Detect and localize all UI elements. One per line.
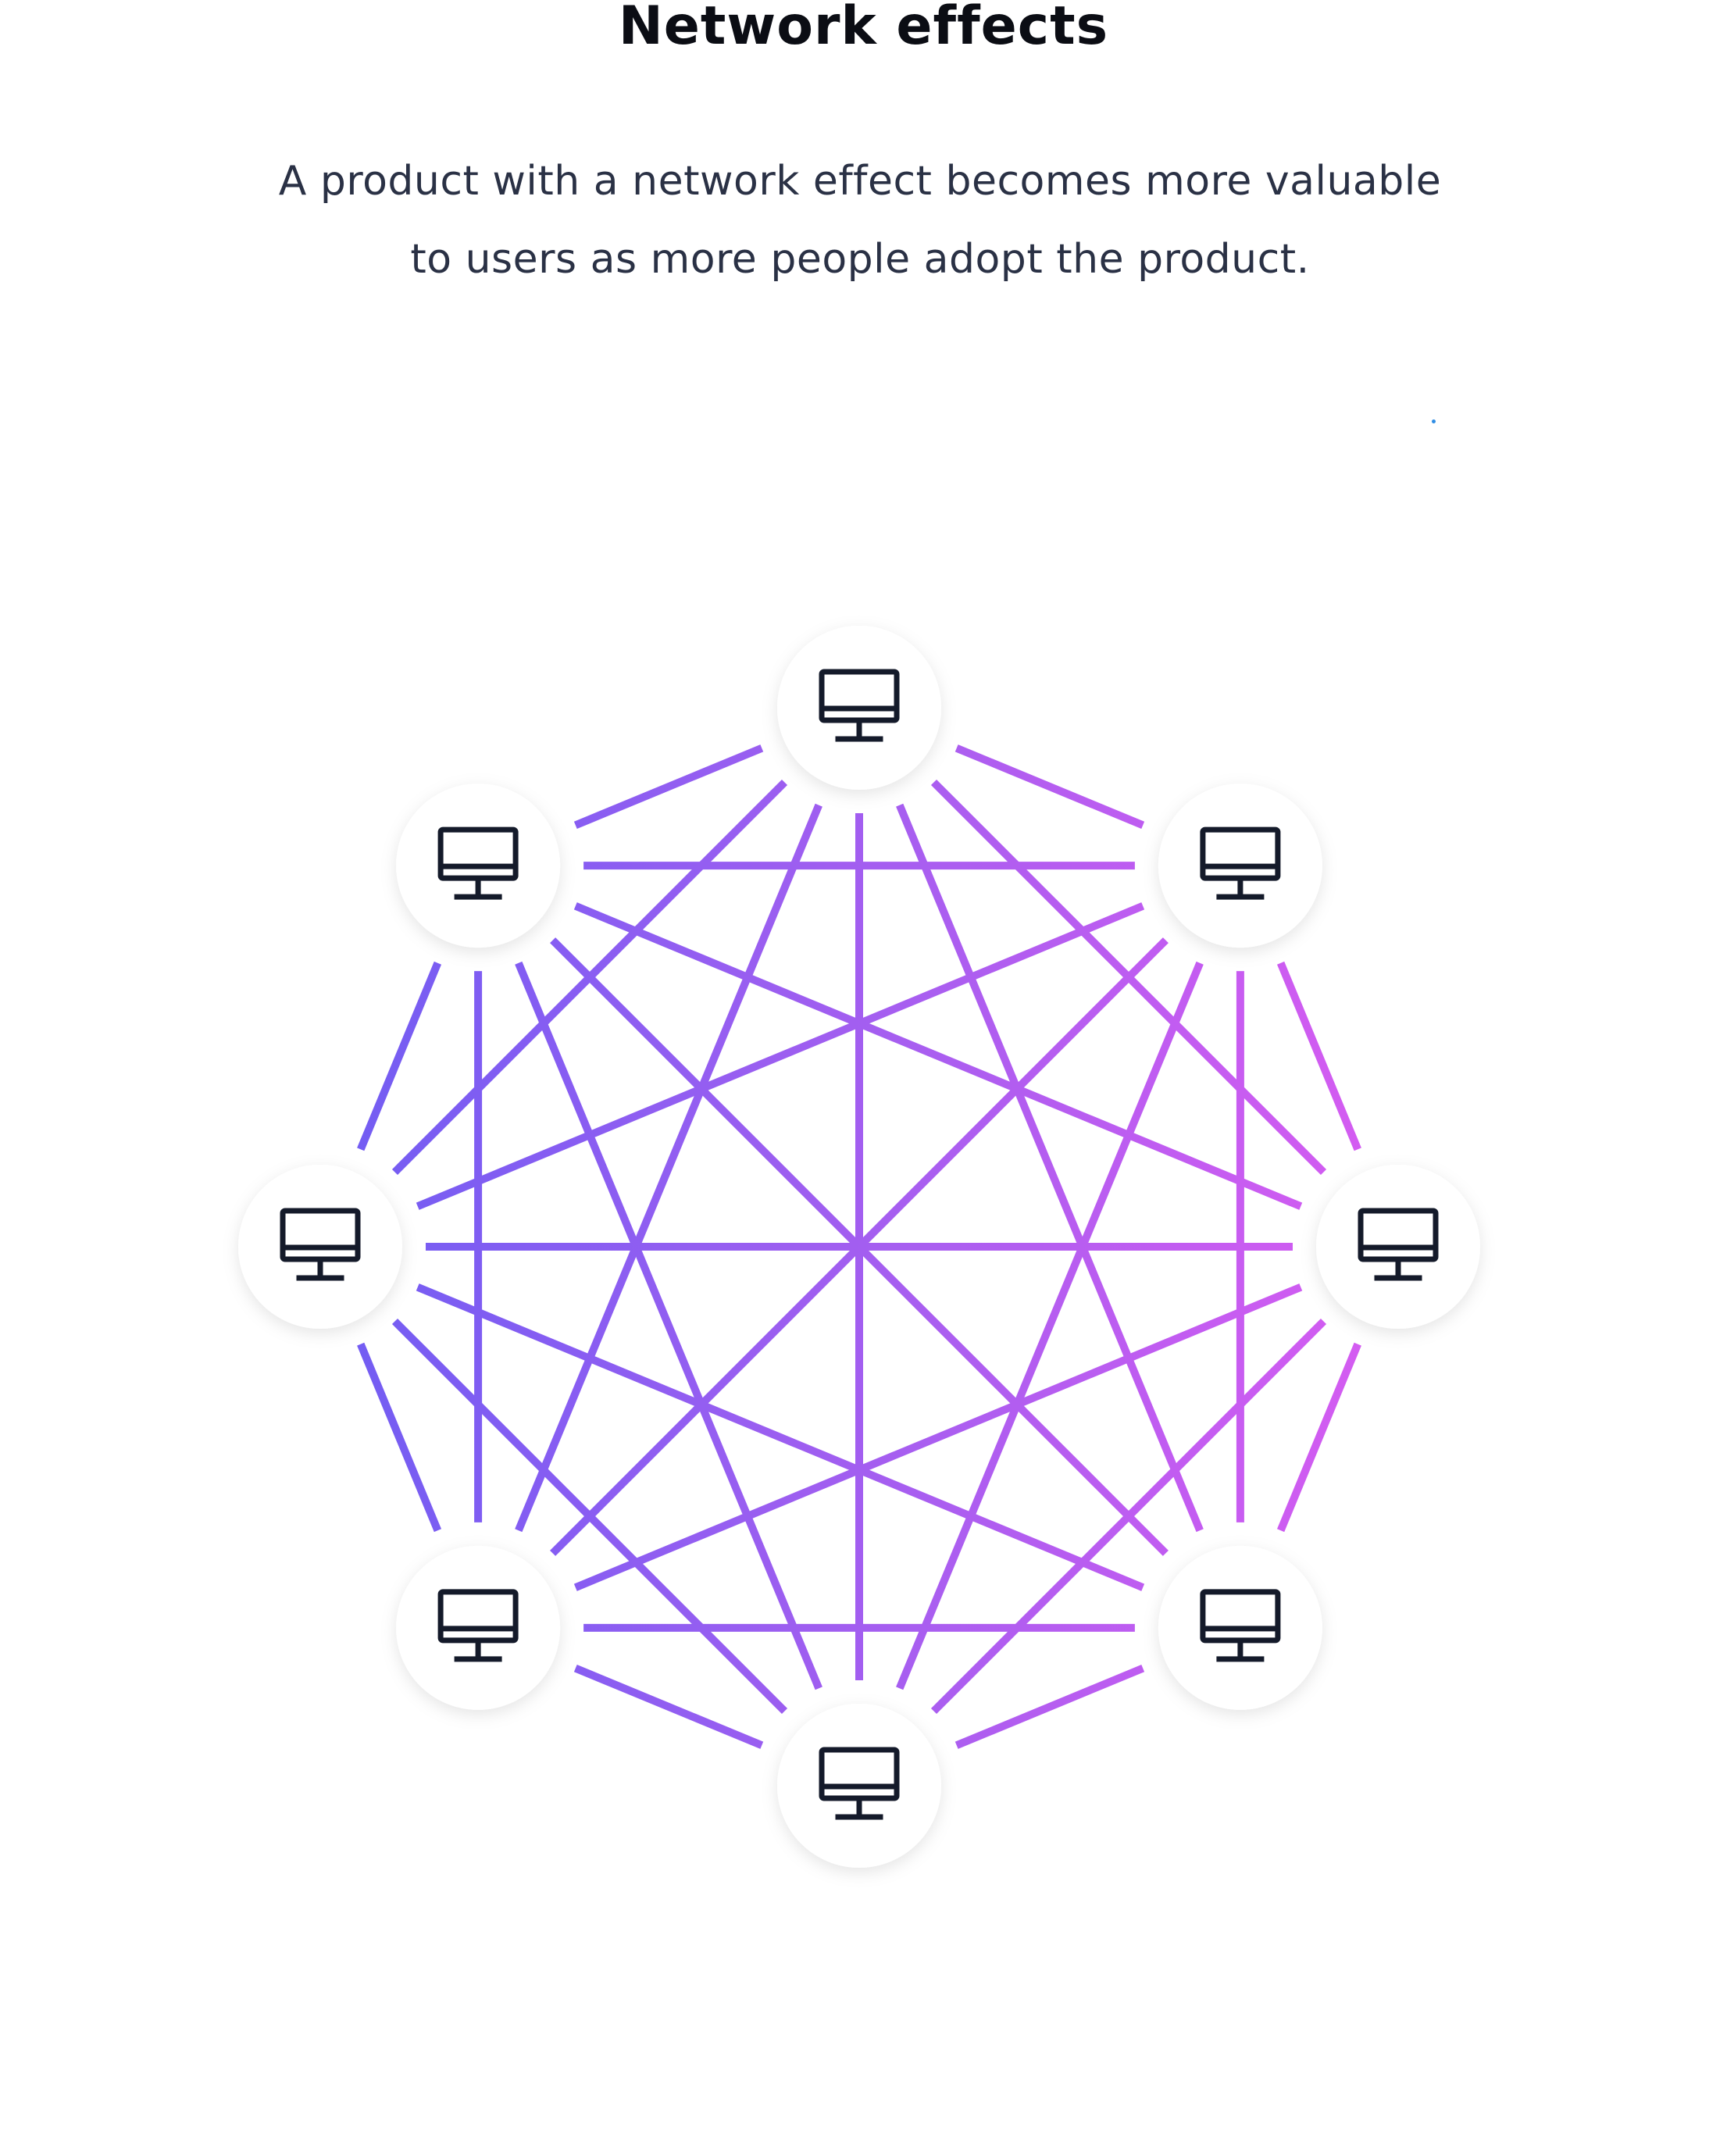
network-node-6 <box>238 1165 402 1329</box>
network-edge-1-2 <box>1276 961 1361 1151</box>
accent-dot <box>1432 419 1436 423</box>
network-edge-5-6 <box>357 1342 442 1533</box>
network-edge-3-6 <box>416 1283 1145 1591</box>
network-node-4 <box>777 1704 941 1868</box>
network-edge-1-6 <box>416 902 1145 1210</box>
network-node-7 <box>396 784 561 948</box>
subtitle-line-2: to users as more people adopt the produc… <box>410 236 1310 283</box>
network-edge-2-3 <box>1276 1342 1361 1533</box>
network-node-1 <box>1158 784 1322 948</box>
network-edge-0-1 <box>954 744 1145 830</box>
network-edge-3-7 <box>550 937 1169 1556</box>
network-node-0 <box>777 626 941 790</box>
network-nodes <box>238 626 1480 1868</box>
page-subtitle: A product with a network effect becomes … <box>234 142 1486 298</box>
network-edge-4-6 <box>391 1318 788 1715</box>
network-edge-2-7 <box>573 902 1303 1210</box>
network-node-2 <box>1316 1165 1480 1329</box>
network-edge-4-5 <box>573 1664 764 1749</box>
network-node-5 <box>396 1545 561 1710</box>
network-edge-0-3 <box>896 803 1204 1533</box>
network-edge-6-7 <box>357 961 442 1151</box>
network-edge-0-7 <box>573 744 764 830</box>
page-title: Network effects <box>618 0 1109 57</box>
network-node-3 <box>1158 1545 1322 1710</box>
network-edge-2-5 <box>573 1283 1303 1591</box>
network-edge-1-4 <box>896 961 1204 1690</box>
subtitle-line-1: A product with a network effect becomes … <box>278 158 1442 205</box>
network-edge-0-5 <box>515 803 822 1533</box>
network-edges <box>357 744 1361 1749</box>
network-edge-3-4 <box>954 1664 1145 1749</box>
network-edge-4-7 <box>515 961 822 1690</box>
